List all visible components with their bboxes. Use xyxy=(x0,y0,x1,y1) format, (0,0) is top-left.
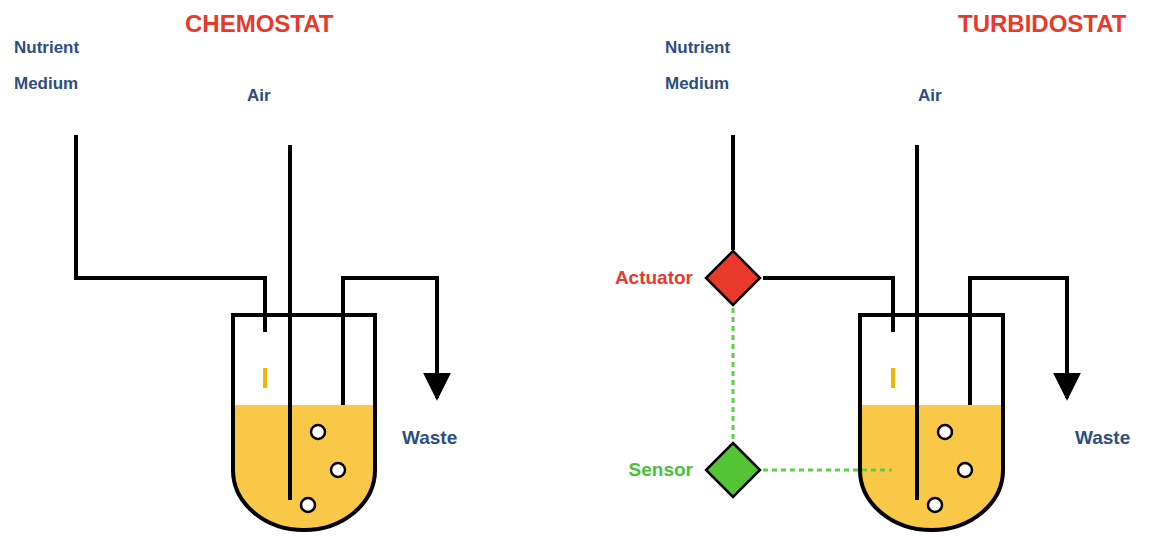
chemostat-vessel xyxy=(76,135,437,530)
diamond-shape xyxy=(703,440,763,500)
input-label: Air xyxy=(247,86,271,106)
input-label: Nutrient Medium xyxy=(665,30,760,102)
node-label: Actuator xyxy=(615,267,693,289)
turbidostat-vessel xyxy=(733,135,1067,530)
panel-title: CHEMOSTAT xyxy=(185,10,333,38)
input-label: Nutrient Medium xyxy=(14,30,109,102)
diamond-shape xyxy=(703,248,763,308)
panel-title: TURBIDOSTAT xyxy=(958,10,1126,38)
output-label: Waste xyxy=(1075,427,1130,449)
output-label: Waste xyxy=(402,427,457,449)
input-label: Air xyxy=(918,86,942,106)
node-label: Sensor xyxy=(629,459,693,481)
signal-line xyxy=(732,308,735,440)
actuator-diamond: Actuator xyxy=(703,248,763,308)
sensor-diamond: Sensor xyxy=(703,440,763,500)
